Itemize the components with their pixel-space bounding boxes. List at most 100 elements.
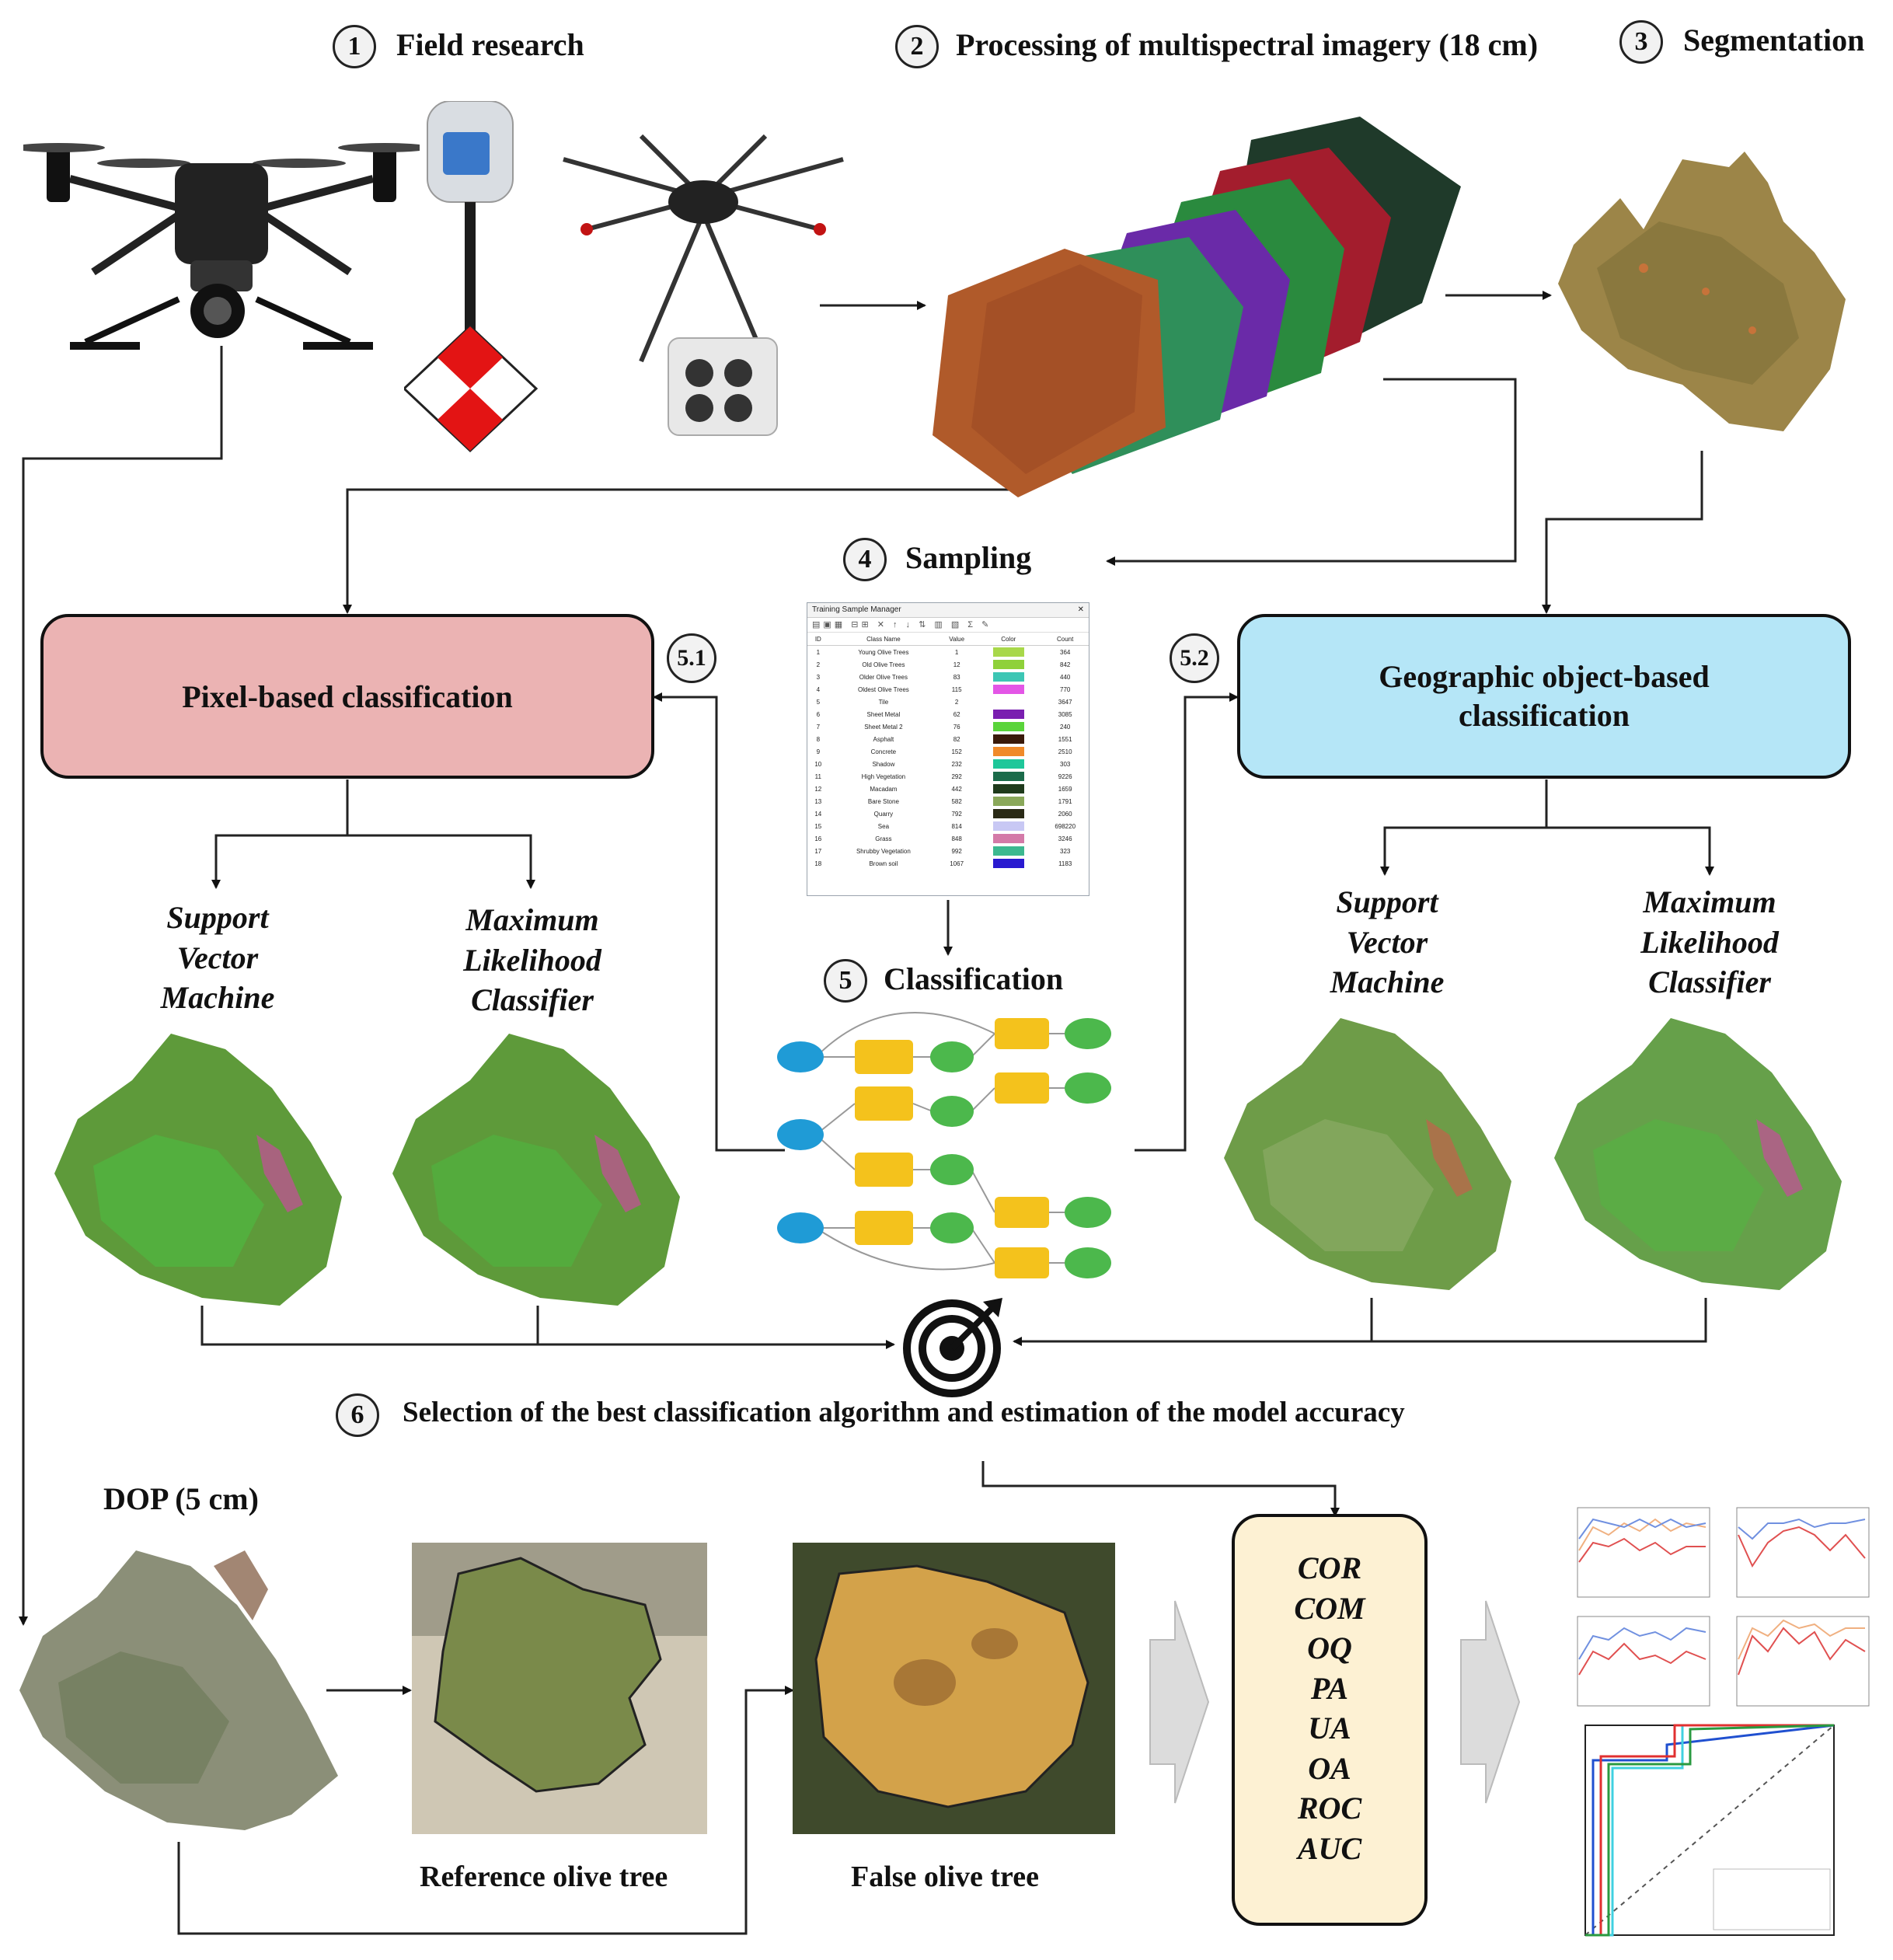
cell-id: 6 (816, 710, 821, 718)
color-swatch (992, 772, 1024, 781)
cell-name: High Vegetation (861, 772, 906, 780)
right-svm-label: Support Vector Machine (1294, 882, 1480, 1003)
cell-id: 12 (814, 785, 822, 793)
class-color-swatch (975, 783, 1041, 795)
cell-count: 3647 (1058, 698, 1072, 706)
cell-id: 1 (816, 648, 821, 656)
class-color-swatch (975, 733, 1041, 745)
cell-count: 303 (1060, 760, 1071, 768)
cell-count: 2510 (1058, 748, 1072, 755)
close-icon[interactable]: ✕ (1077, 605, 1084, 614)
cell-value: 62 (953, 710, 960, 718)
right-svm-line-3: Machine (1330, 964, 1445, 999)
cell-id: 3 (816, 673, 821, 681)
dop-label: DOP (5 cm) (103, 1481, 259, 1516)
cell-value: 2 (954, 698, 959, 706)
cell-value: 792 (951, 810, 962, 818)
cell-id: 11 (814, 772, 821, 780)
cell-name: Quarry (873, 810, 894, 818)
multispectral-image-stack (933, 117, 1461, 497)
class-color-swatch (975, 708, 1041, 720)
color-swatch (992, 647, 1024, 657)
step-4-number: 4 (858, 545, 872, 574)
step-5-number: 5 (838, 966, 852, 995)
cell-name: Older Olive Trees (859, 673, 908, 681)
cell-count: 3246 (1058, 835, 1072, 842)
pixel-svm-map (54, 1034, 342, 1306)
step-3-label: Segmentation (1683, 23, 1865, 58)
model-output-node (1065, 1018, 1111, 1049)
big-arrow-to-charts (1460, 1600, 1521, 1804)
cell-id: 14 (814, 810, 822, 818)
toolbar-icons[interactable]: ▤▣▦ ⊟⊞ ✕ ↑ ↓ ⇅ ▥ ▧ Σ ✎ (812, 620, 992, 630)
class-color-swatch (975, 770, 1041, 783)
left-mlc-line-2: Likelihood (463, 942, 601, 978)
color-swatch (992, 747, 1024, 756)
column-header: ID (807, 633, 829, 646)
metric-label: OA (1308, 1750, 1351, 1786)
cell-value: 82 (953, 735, 960, 743)
cell-name: Brown soil (869, 860, 898, 867)
false-olive-tree-image (793, 1543, 1115, 1834)
cell-count: 842 (1060, 661, 1071, 668)
model-builder-diagram (777, 1012, 1111, 1278)
left-mlc-line-3: Classifier (471, 982, 594, 1017)
cell-value: 1 (954, 648, 959, 656)
arrow-classification-to-pixel (653, 692, 785, 1152)
cell-id: 13 (814, 797, 822, 805)
arrow-dop-to-false (177, 1686, 794, 1935)
matrice-drone-image (23, 143, 420, 350)
step-1-marker: 1 (333, 25, 376, 68)
step-1-label: Field research (396, 27, 584, 62)
left-mlc-label: Maximum Likelihood Classifier (435, 900, 629, 1020)
arrow-drone-to-dop (19, 346, 223, 1626)
class-color-swatch (975, 671, 1041, 683)
model-tool-node (995, 1018, 1049, 1049)
model-output-node (1065, 1197, 1111, 1228)
left-svm-label: Support Vector Machine (124, 898, 311, 1018)
column-header: Count (1041, 633, 1089, 646)
hexacopter-image (563, 134, 844, 436)
arrow-processing-to-pixel (343, 488, 1026, 614)
class-color-swatch (975, 683, 1041, 696)
metric-label: COM (1294, 1590, 1365, 1626)
cell-name: Sea (877, 822, 890, 830)
step-1-number: 1 (347, 32, 361, 61)
color-swatch (992, 734, 1024, 744)
cell-count: 9226 (1058, 772, 1072, 780)
color-swatch (992, 710, 1024, 719)
arrow-segmentation-to-sampling (1106, 378, 1517, 566)
cell-value: 152 (951, 748, 962, 755)
cell-id: 17 (814, 847, 822, 855)
color-swatch (992, 672, 1024, 682)
left-svm-line-3: Machine (160, 980, 275, 1015)
cell-count: 440 (1060, 673, 1071, 681)
step-3-marker: 3 (1619, 20, 1663, 64)
metric-line-charts (1577, 1507, 1870, 1707)
class-color-swatch (975, 745, 1041, 758)
class-color-swatch (975, 658, 1041, 671)
metric-label: OQ (1307, 1630, 1352, 1665)
pixel-mlc-map (392, 1034, 680, 1306)
